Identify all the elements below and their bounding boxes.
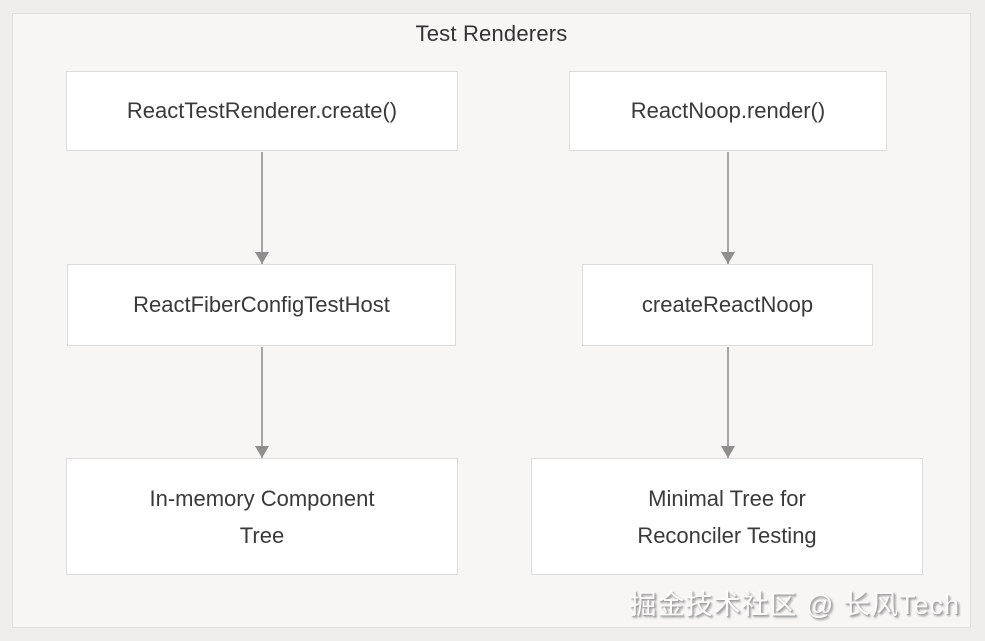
node-minimal-tree-for-reconciler-testing: Minimal Tree for Reconciler Testing (531, 458, 923, 575)
node-label: ReactTestRenderer.create() (126, 98, 398, 124)
flow-arrow-down-icon (255, 152, 269, 264)
flow-arrow-down-icon (721, 347, 735, 458)
node-label: Minimal Tree for Reconciler Testing (637, 485, 817, 548)
node-label: ReactFiberConfigTestHost (133, 292, 390, 318)
node-createreactnoop: createReactNoop (582, 264, 873, 346)
node-reacttestrenderer-create: ReactTestRenderer.create() (66, 71, 458, 151)
watermark: 掘金技术社区 @ 长风Tech (629, 590, 960, 620)
node-label: ReactNoop.render() (630, 98, 826, 124)
node-in-memory-component-tree: In-memory Component Tree (66, 458, 458, 575)
node-label: In-memory Component Tree (149, 485, 375, 548)
flow-arrow-down-icon (721, 152, 735, 264)
node-reactfiberconfigtesthost: ReactFiberConfigTestHost (67, 264, 456, 346)
diagram-title: Test Renderers (415, 21, 568, 46)
flow-arrow-down-icon (255, 347, 269, 458)
diagram-panel: Test Renderers ReactTestRenderer.create(… (12, 13, 971, 628)
node-reactnoop-render: ReactNoop.render() (569, 71, 887, 151)
node-label: createReactNoop (641, 292, 814, 318)
